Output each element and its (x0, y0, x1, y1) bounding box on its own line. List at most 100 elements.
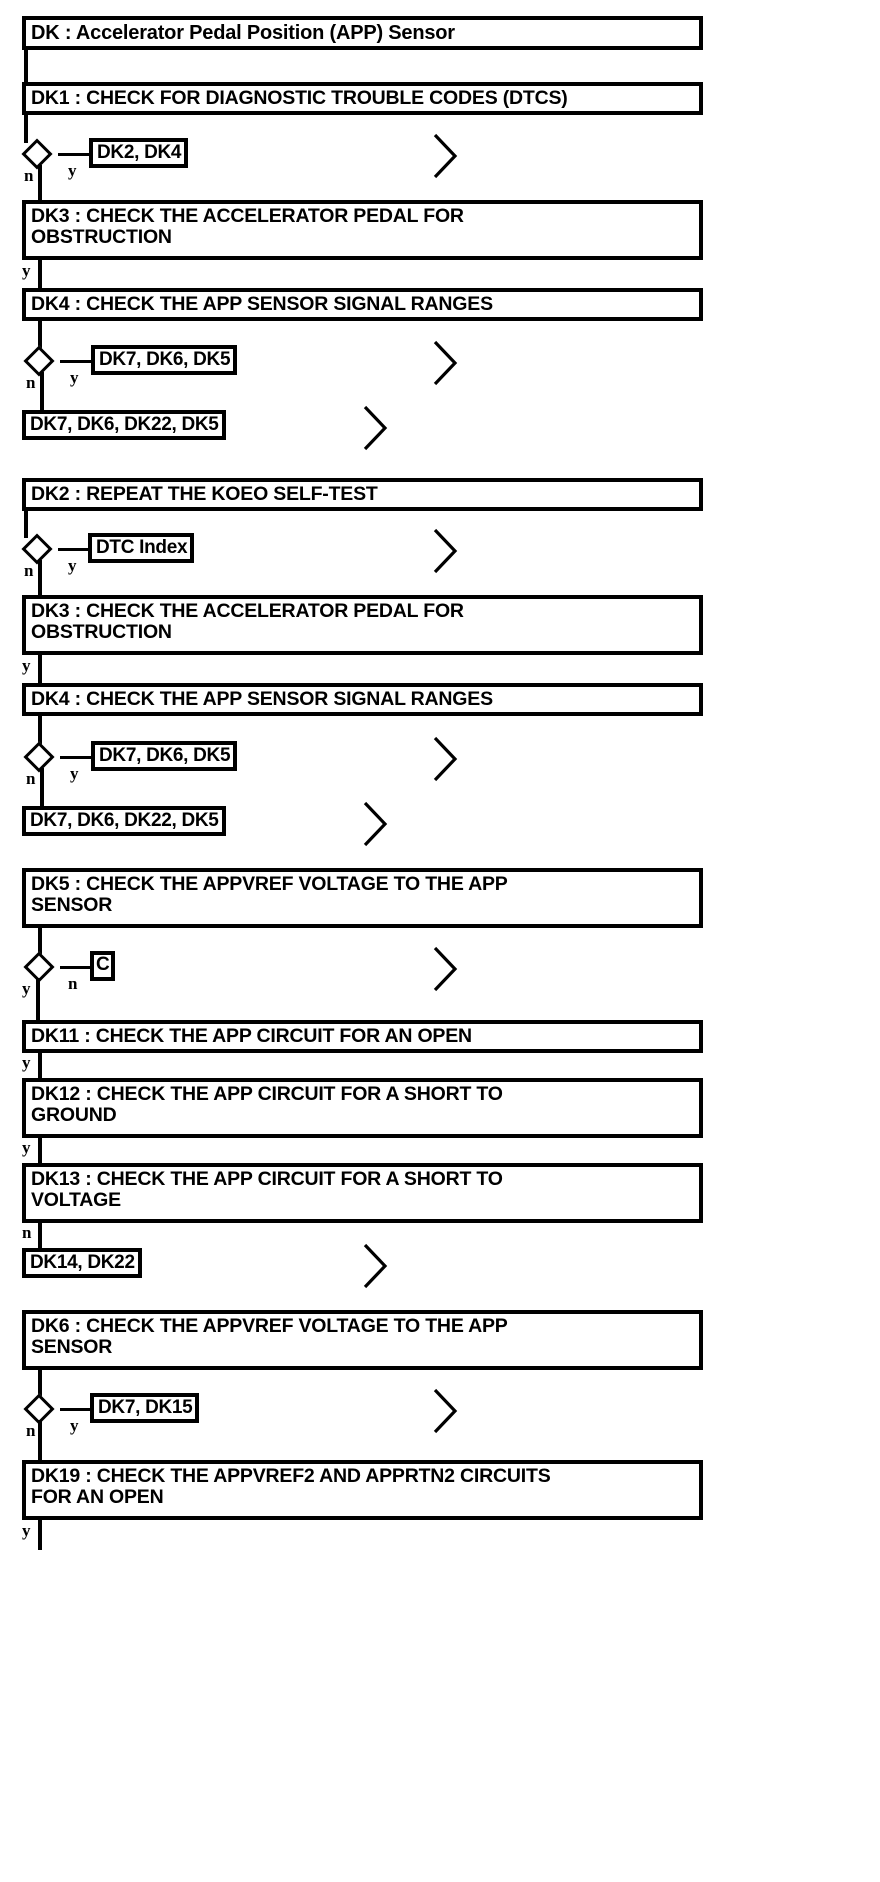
decision-diamond-icon-2[interactable] (23, 345, 55, 377)
branch-label-yes-11: y (70, 1416, 79, 1435)
ref-text: DK7, DK6, DK5 (99, 745, 231, 766)
ref-box-dk7-dk6-dk22-dk5-a[interactable]: DK7, DK6, DK22, DK5 (22, 410, 226, 440)
branch-label-no-10: n (22, 1223, 32, 1242)
step-text: DK1 : CHECK FOR DIAGNOSTIC TROUBLE CODES… (31, 87, 568, 109)
step-box-dk6[interactable]: DK6 : CHECK THE APPVREF VOLTAGE TO THE A… (22, 1310, 703, 1370)
step-text: DK4 : CHECK THE APP SENSOR SIGNAL RANGES (31, 293, 493, 315)
branch-label-yes-5: y (22, 656, 31, 675)
branch-label-yes-3: y (70, 368, 79, 387)
connector-dk4b-to-decision-4 (38, 716, 42, 745)
step-text-line2: VOLTAGE (31, 1189, 121, 1212)
connector-decision2-to-ref3 (40, 372, 44, 410)
branch-label-no-1: n (24, 166, 34, 185)
branch-label-yes-6: y (70, 764, 79, 783)
step-box-dk3-a[interactable]: DK3 : CHECK THE ACCELERATOR PEDAL FOR OB… (22, 200, 703, 260)
branch-label-no-3: n (26, 373, 36, 392)
ref-text: DK7, DK6, DK22, DK5 (30, 414, 219, 435)
ref-box-dk7-dk6-dk22-dk5-b[interactable]: DK7, DK6, DK22, DK5 (22, 806, 226, 836)
chevron-right-icon-1[interactable] (430, 130, 460, 182)
decision-diamond-icon-3[interactable] (21, 533, 53, 565)
step-box-dk4-b[interactable]: DK4 : CHECK THE APP SENSOR SIGNAL RANGES (22, 683, 703, 716)
connector-dk13-to-ref8 (38, 1223, 42, 1248)
step-text-line1: DK5 : CHECK THE APPVREF VOLTAGE TO THE A… (31, 873, 508, 895)
branch-line-yes-6 (60, 1408, 91, 1411)
chevron-right-icon-6[interactable] (360, 798, 390, 850)
ref-box-dtc-index[interactable]: DTC Index (88, 533, 195, 563)
ref-text: DK14, DK22 (30, 1252, 135, 1273)
connector-dk2-to-decision-3 (24, 511, 28, 538)
chevron-right-icon-5[interactable] (430, 733, 460, 785)
step-box-dk13[interactable]: DK13 : CHECK THE APP CIRCUIT FOR A SHORT… (22, 1163, 703, 1223)
step-text-line1: DK19 : CHECK THE APPVREF2 AND APPRTN2 CI… (31, 1465, 551, 1487)
branch-line-yes-1 (58, 153, 90, 156)
ref-box-dk7-dk6-dk5-a[interactable]: DK7, DK6, DK5 (91, 345, 238, 375)
step-box-dk12[interactable]: DK12 : CHECK THE APP CIRCUIT FOR A SHORT… (22, 1078, 703, 1138)
branch-label-yes-9: y (22, 1138, 31, 1157)
chevron-right-icon-7[interactable] (430, 943, 460, 995)
chevron-right-icon-2[interactable] (430, 337, 460, 389)
step-box-dk19[interactable]: DK19 : CHECK THE APPVREF2 AND APPRTN2 CI… (22, 1460, 703, 1520)
chevron-right-icon-3[interactable] (360, 402, 390, 454)
step-box-dk4-a[interactable]: DK4 : CHECK THE APP SENSOR SIGNAL RANGES (22, 288, 703, 321)
decision-diamond-icon-4[interactable] (23, 741, 55, 773)
step-box-dk3-b[interactable]: DK3 : CHECK THE ACCELERATOR PEDAL FOR OB… (22, 595, 703, 655)
connector-decision1-to-dk3a (38, 165, 42, 200)
branch-line-yes-4 (60, 756, 92, 759)
step-text: DK2 : REPEAT THE KOEO SELF-TEST (31, 483, 378, 505)
step-box-dk11[interactable]: DK11 : CHECK THE APP CIRCUIT FOR AN OPEN (22, 1020, 703, 1053)
step-text-line1: DK12 : CHECK THE APP CIRCUIT FOR A SHORT… (31, 1083, 503, 1105)
branch-label-no-7: n (68, 974, 78, 993)
ref-text: DK7, DK15 (98, 1397, 193, 1418)
step-text-line2: SENSOR (31, 1336, 113, 1359)
connector-dk19-out (38, 1520, 42, 1550)
branch-label-yes-2: y (22, 261, 31, 280)
ref-box-dk2-dk4[interactable]: DK2, DK4 (89, 138, 189, 168)
ref-text: DK7, DK6, DK22, DK5 (30, 810, 219, 831)
ref-box-c[interactable]: C (90, 951, 116, 981)
ref-text: DTC Index (96, 537, 188, 558)
connector-dk3b-to-dk4b (38, 655, 42, 683)
step-box-dk1[interactable]: DK1 : CHECK FOR DIAGNOSTIC TROUBLE CODES… (22, 82, 703, 115)
step-text-line2: FOR AN OPEN (31, 1486, 164, 1509)
connector-dk4a-to-decision-2 (38, 321, 42, 349)
step-box-dk-title[interactable]: DK : Accelerator Pedal Position (APP) Se… (22, 16, 703, 50)
connector-dk11-to-dk12 (38, 1053, 42, 1078)
step-text-line2: GROUND (31, 1104, 117, 1127)
connector-dk3a-to-dk4a (38, 260, 42, 288)
step-text: DK4 : CHECK THE APP SENSOR SIGNAL RANGES (31, 688, 493, 710)
connector-decision3-to-dk3b (38, 560, 42, 595)
decision-diamond-icon-1[interactable] (21, 138, 53, 170)
step-text-line2: OBSTRUCTION (31, 226, 172, 249)
branch-label-yes-4: y (68, 556, 77, 575)
chevron-right-icon-9[interactable] (430, 1385, 460, 1437)
branch-label-yes-8: y (22, 1053, 31, 1072)
step-box-dk2[interactable]: DK2 : REPEAT THE KOEO SELF-TEST (22, 478, 703, 511)
ref-box-dk7-dk6-dk5-b[interactable]: DK7, DK6, DK5 (91, 741, 238, 771)
chevron-right-icon-8[interactable] (360, 1240, 390, 1292)
connector-dk1-to-decision-1 (24, 115, 28, 143)
ref-text: DK7, DK6, DK5 (99, 349, 231, 370)
connector-decision4-to-ref6 (40, 768, 44, 806)
ref-box-dk7-dk15[interactable]: DK7, DK15 (90, 1393, 200, 1423)
step-box-dk5[interactable]: DK5 : CHECK THE APPVREF VOLTAGE TO THE A… (22, 868, 703, 928)
connector-dk6-to-decision-6 (38, 1370, 42, 1398)
connector-dk12-to-dk13 (38, 1138, 42, 1163)
ref-text: C (96, 954, 110, 975)
connector-dk-title-to-dk1 (24, 50, 28, 82)
branch-line-no-5 (60, 966, 90, 969)
branch-label-yes-1: y (68, 161, 77, 180)
connector-decision5-to-dk11 (36, 978, 40, 1020)
ref-box-dk14-dk22[interactable]: DK14, DK22 (22, 1248, 142, 1278)
step-text-line1: DK6 : CHECK THE APPVREF VOLTAGE TO THE A… (31, 1315, 508, 1337)
step-text: DK : Accelerator Pedal Position (APP) Se… (31, 22, 455, 44)
chevron-right-icon-4[interactable] (430, 525, 460, 577)
connector-dk5-to-decision-5 (38, 928, 42, 956)
step-text: DK11 : CHECK THE APP CIRCUIT FOR AN OPEN (31, 1025, 472, 1047)
branch-label-no-4: n (24, 561, 34, 580)
step-text-line2: OBSTRUCTION (31, 621, 172, 644)
step-text-line1: DK3 : CHECK THE ACCELERATOR PEDAL FOR (31, 205, 464, 227)
step-text-line1: DK3 : CHECK THE ACCELERATOR PEDAL FOR (31, 600, 464, 622)
branch-label-no-11: n (26, 1421, 36, 1440)
step-text-line1: DK13 : CHECK THE APP CIRCUIT FOR A SHORT… (31, 1168, 503, 1190)
